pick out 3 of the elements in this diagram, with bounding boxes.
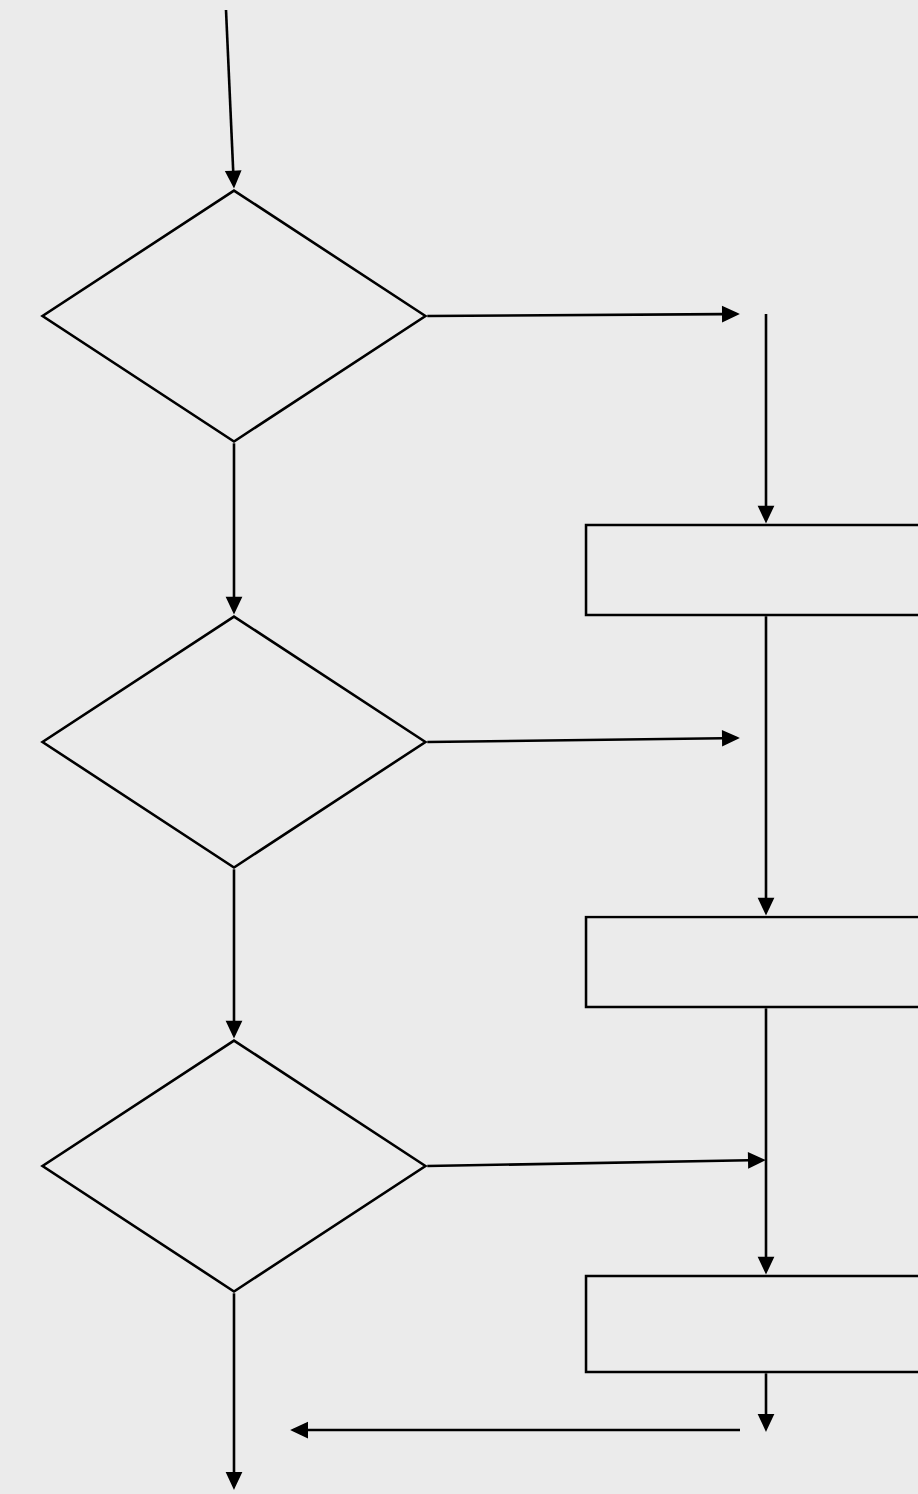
process-box: [584, 915, 918, 1009]
process-box: [584, 523, 918, 617]
process-box: [584, 1274, 918, 1374]
